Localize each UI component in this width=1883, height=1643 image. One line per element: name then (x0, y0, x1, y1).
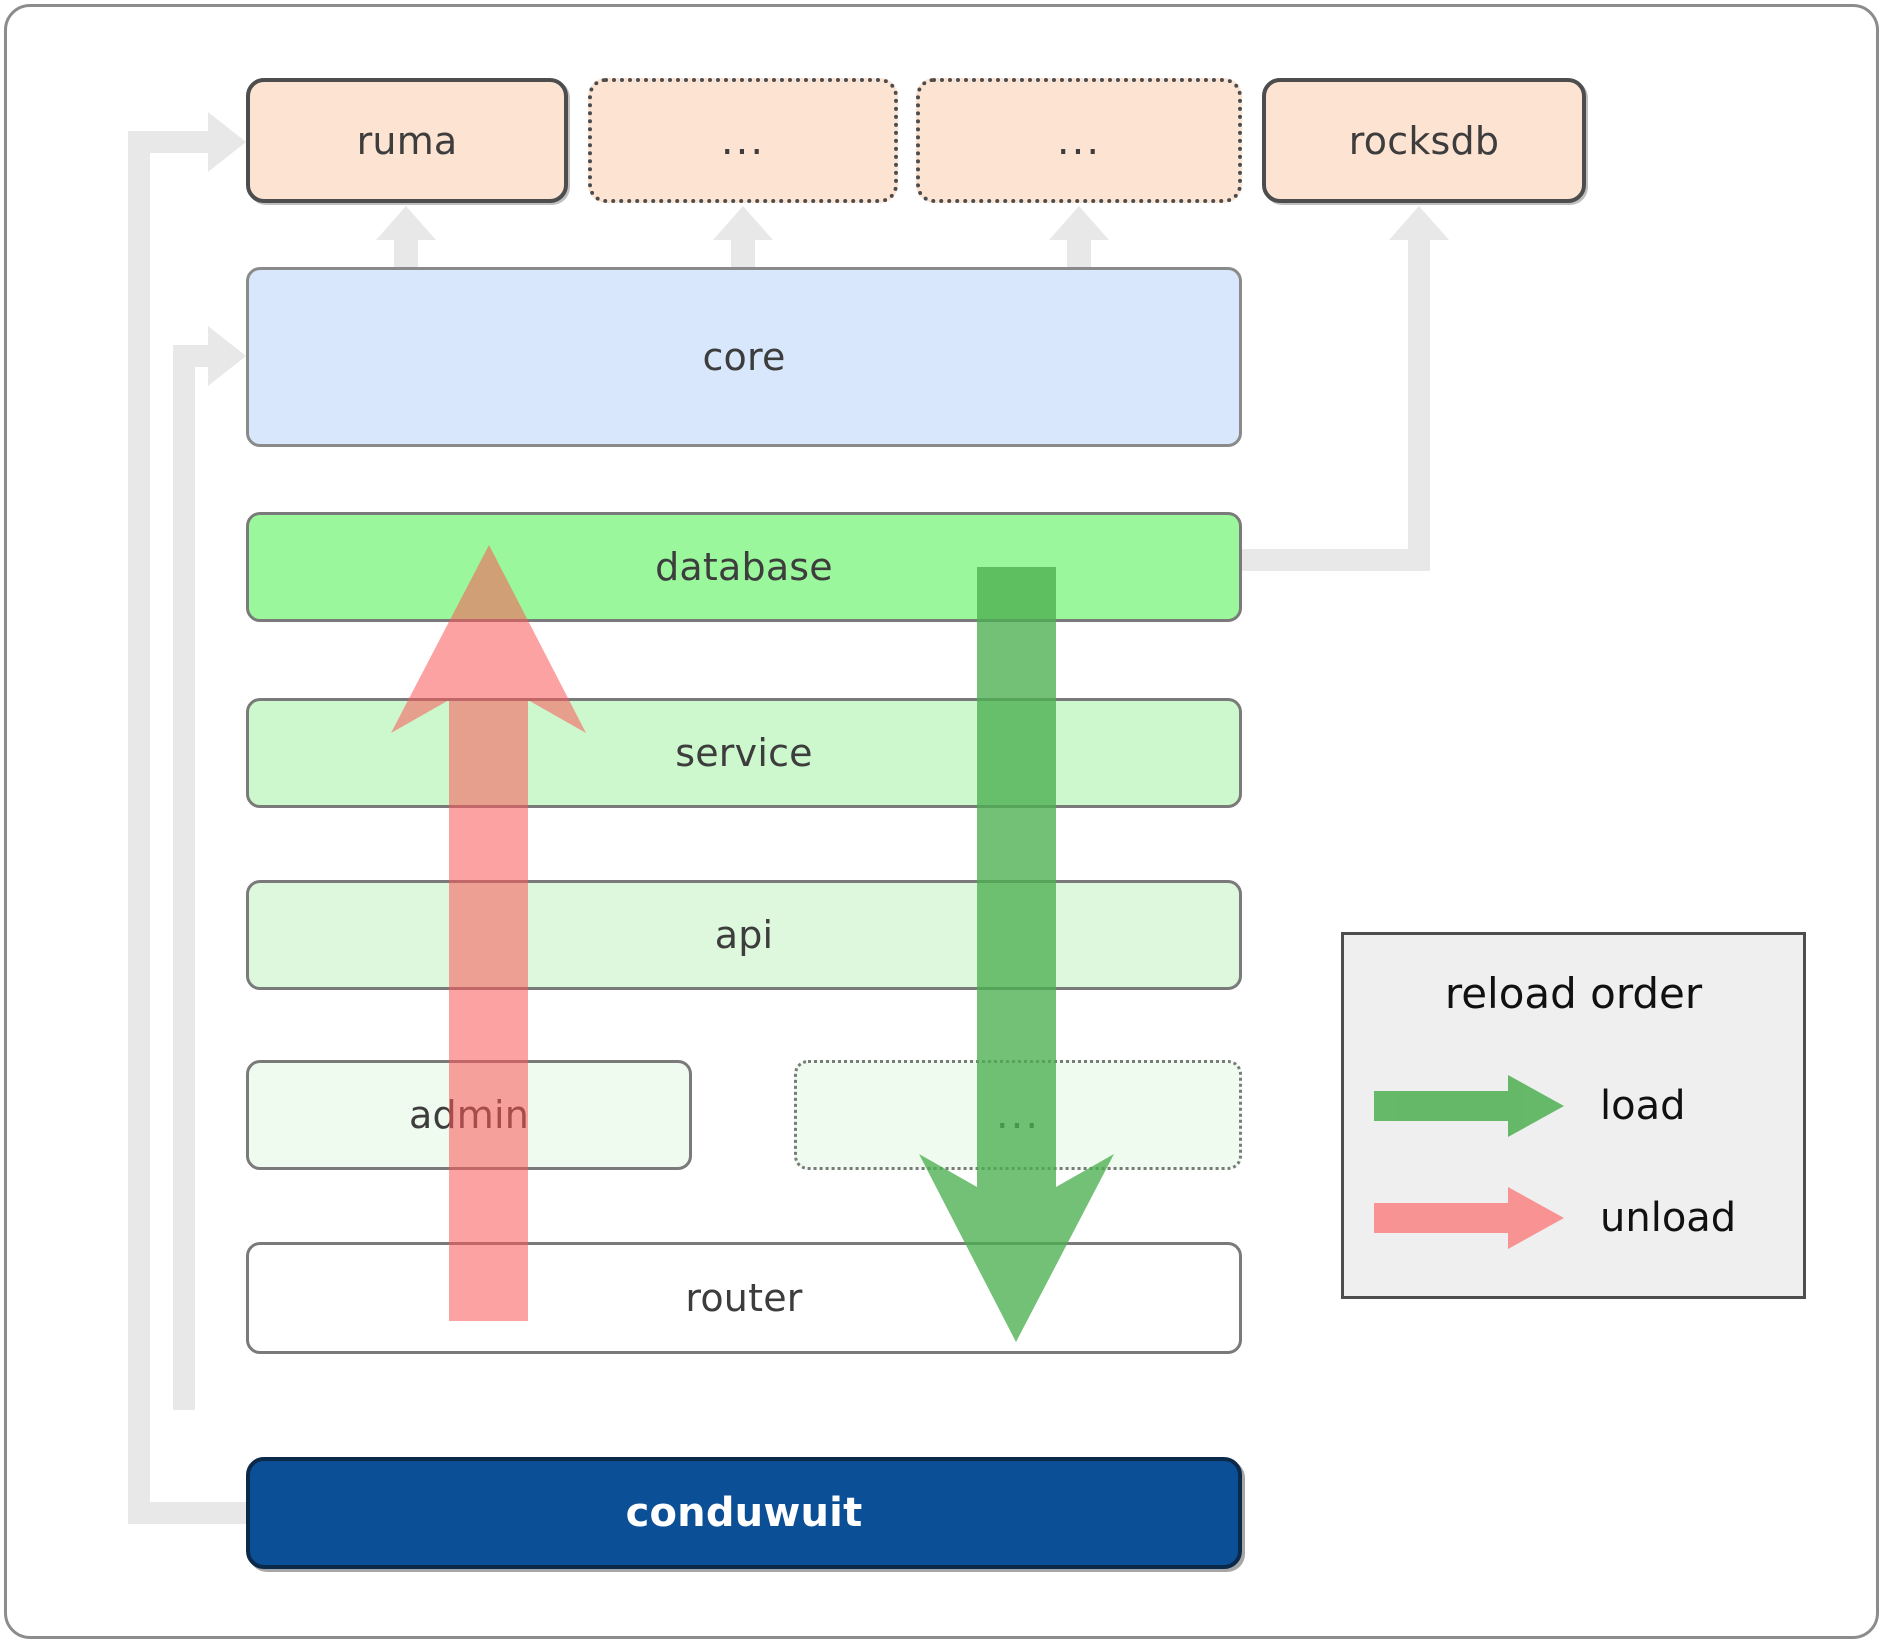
legend-item-unload: unload (1374, 1175, 1784, 1261)
legend-panel: reload order load (1341, 932, 1806, 1299)
node-dots-top-2-label: ... (1056, 117, 1102, 164)
load-arrow-icon (1374, 1063, 1564, 1149)
node-dots-mid[interactable]: ... (794, 1060, 1242, 1170)
legend-label-unload: unload (1600, 1195, 1737, 1241)
unload-arrow-icon (1374, 1175, 1564, 1261)
node-conduwuit[interactable]: conduwuit (246, 1457, 1242, 1569)
node-core[interactable]: core (246, 267, 1242, 447)
node-ruma[interactable]: ruma (246, 78, 568, 203)
node-dots-top-1[interactable]: ... (588, 78, 898, 203)
node-router-label: router (685, 1276, 803, 1320)
node-service-label: service (675, 731, 813, 775)
node-database-label: database (655, 545, 833, 589)
node-api[interactable]: api (246, 880, 1242, 990)
node-admin[interactable]: admin (246, 1060, 692, 1170)
node-dots-mid-label: ... (995, 1092, 1041, 1138)
node-admin-label: admin (408, 1093, 530, 1137)
diagram-outer-frame (4, 4, 1879, 1639)
node-dots-top-1-label: ... (720, 117, 766, 164)
node-rocksdb-label: rocksdb (1348, 118, 1500, 163)
node-database[interactable]: database (246, 512, 1242, 622)
node-router[interactable]: router (246, 1242, 1242, 1354)
node-service[interactable]: service (246, 698, 1242, 808)
node-api-label: api (714, 913, 774, 957)
node-rocksdb[interactable]: rocksdb (1262, 78, 1586, 203)
legend-item-load: load (1374, 1063, 1784, 1149)
node-conduwuit-label: conduwuit (625, 1490, 863, 1536)
node-dots-top-2[interactable]: ... (916, 78, 1242, 203)
legend-title: reload order (1444, 969, 1703, 1018)
node-ruma-label: ruma (356, 118, 458, 163)
node-core-label: core (702, 335, 786, 379)
legend-label-load: load (1600, 1083, 1686, 1129)
